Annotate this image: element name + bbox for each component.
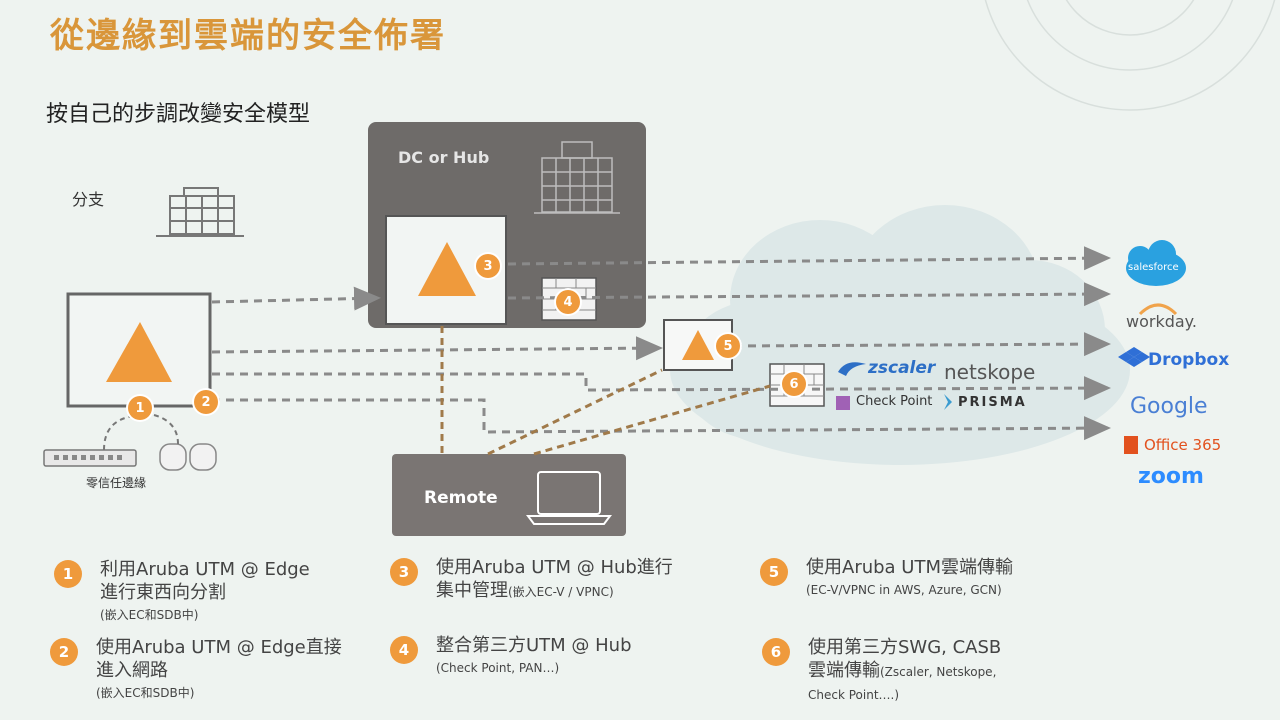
legend-text: 整合第三方UTM @ Hub [436, 635, 632, 656]
zoom-logo: zoom [1138, 464, 1204, 489]
legend-item-3: 3 使用Aruba UTM @ Hub進行 集中管理(嵌入EC-V / VPNC… [390, 556, 700, 612]
dropbox-logo: Dropbox [1148, 350, 1230, 370]
diagram-badge-4: 4 [556, 290, 580, 314]
netskope-logo: netskope [944, 360, 1036, 384]
legend-text: 雲端傳輸 [808, 660, 880, 681]
salesforce-cloud-icon [1126, 240, 1186, 286]
dropbox-icon [1118, 347, 1150, 367]
legend-badge: 4 [390, 636, 418, 664]
legend-text: 利用Aruba UTM @ Edge [100, 559, 310, 580]
slide-title: 從邊緣到雲端的安全佈署 [50, 16, 446, 56]
google-logo: Google [1130, 394, 1208, 419]
legend-note: (EC-V/VPNC in AWS, Azure, GCN) [806, 583, 1002, 597]
legend-text: 使用Aruba UTM @ Edge直接 [96, 637, 342, 658]
legend-text: 進行東西向分割 [100, 582, 226, 603]
legend-item-5: 5 使用Aruba UTM雲端傳輸 (EC-V/VPNC in AWS, Azu… [760, 556, 1080, 606]
branch-building-icon [156, 187, 244, 237]
legend-item-6: 6 使用第三方SWG, CASB 雲端傳輸(Zscaler, Netskope,… [762, 636, 1082, 708]
salesforce-logo: salesforce [1128, 262, 1179, 273]
office-icon [1124, 436, 1138, 454]
workday-arc [1138, 303, 1178, 316]
legend-note: (嵌入EC和SDB中) [100, 608, 199, 622]
cloud-shape [670, 205, 1130, 465]
branch-utm-icon [106, 322, 172, 382]
legend-item-2: 2 使用Aruba UTM @ Edge直接 進入網路 (嵌入EC和SDB中) [50, 636, 370, 706]
access-point-icons [159, 443, 217, 471]
legend-badge: 2 [50, 638, 78, 666]
connection-lines [211, 246, 1111, 441]
legend-badge: 5 [760, 558, 788, 586]
legend-note: Check Point….) [808, 688, 900, 702]
checkpoint-icon [836, 396, 850, 410]
checkpoint-logo: Check Point [856, 394, 933, 409]
legend-text: 使用Aruba UTM雲端傳輸 [806, 557, 1013, 578]
legend-badge: 1 [54, 560, 82, 588]
legend-item-1: 1 利用Aruba UTM @ Edge 進行東西向分割 (嵌入EC和SDB中) [54, 558, 354, 622]
office365-logo: Office 365 [1144, 436, 1222, 454]
legend-badge: 6 [762, 638, 790, 666]
zscaler-icon [838, 362, 866, 376]
zero-trust-link [103, 413, 179, 451]
legend-text: 集中管理 [436, 580, 508, 601]
hub-utm-icon [418, 242, 476, 296]
prisma-icon [944, 394, 952, 410]
legend-text: 進入網路 [96, 660, 168, 681]
legend-item-4: 4 整合第三方UTM @ Hub (Check Point, PAN…) [390, 634, 700, 684]
legend-note: (Zscaler, Netskope, [880, 665, 997, 679]
legend-text: 使用Aruba UTM @ Hub進行 [436, 557, 673, 578]
dc-hub-label: DC or Hub [398, 148, 490, 167]
decorative-arcs [984, 0, 1276, 111]
diagram-badge-3: 3 [476, 254, 500, 278]
workday-logo: workday. [1126, 312, 1197, 331]
legend-text: 使用第三方SWG, CASB [808, 637, 1002, 658]
remote-label: Remote [424, 488, 498, 508]
diagram-badge-2: 2 [194, 390, 218, 414]
diagram-badge-5: 5 [716, 334, 740, 358]
legend-note: (Check Point, PAN…) [436, 661, 560, 675]
prisma-logo: PRISMA [958, 395, 1027, 410]
legend-badge: 3 [390, 558, 418, 586]
tunnel-lines [440, 326, 771, 456]
zscaler-logo: zscaler [868, 358, 936, 378]
diagram-badge-6: 6 [782, 372, 806, 396]
branch-label: 分支 [72, 190, 105, 209]
branch-switch-icon [43, 449, 137, 467]
legend-note: (嵌入EC和SDB中) [96, 686, 195, 700]
diagram-badge-1: 1 [128, 396, 152, 420]
slide-subtitle: 按自己的步調改變安全模型 [46, 102, 311, 127]
laptop-icon [526, 471, 612, 525]
cloud-utm-icon [682, 330, 714, 360]
zero-trust-label: 零信任邊緣 [86, 476, 147, 490]
legend-note: (嵌入EC-V / VPNC) [508, 585, 614, 599]
dc-building-icon [534, 141, 620, 214]
